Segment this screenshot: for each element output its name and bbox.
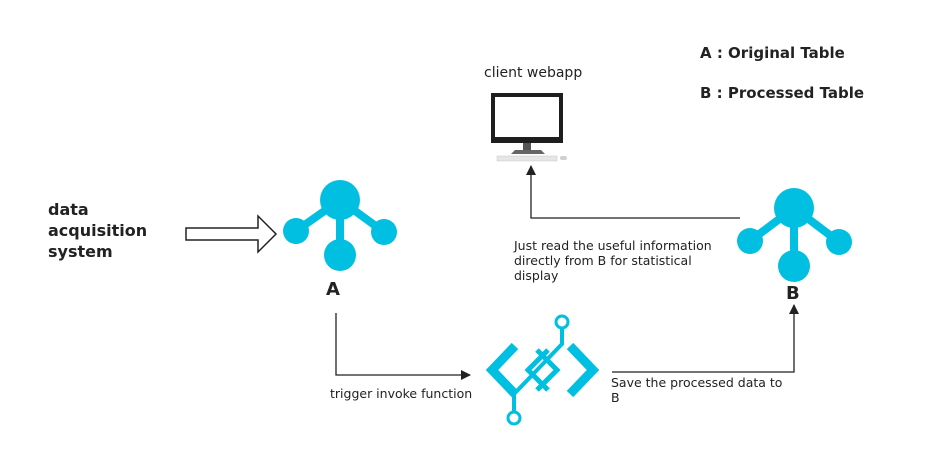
read-info-label: Just read the useful information directl… bbox=[514, 238, 716, 283]
legend-a: A : Original Table bbox=[700, 44, 845, 62]
hollow-input-arrow bbox=[185, 214, 278, 254]
legend-b: B : Processed Table bbox=[700, 84, 865, 102]
node-b-label: B bbox=[786, 283, 800, 304]
node-a-label: A bbox=[326, 279, 340, 300]
client-webapp-label: client webapp bbox=[484, 65, 583, 81]
function-icon bbox=[485, 314, 600, 426]
arrow-function-to-b bbox=[612, 304, 799, 373]
arrow-b-to-client bbox=[526, 165, 740, 219]
source-system-label: data acquisition system bbox=[48, 200, 148, 261]
node-a-icon bbox=[283, 180, 397, 271]
save-label: Save the processed data to B bbox=[611, 375, 783, 405]
monitor-icon bbox=[491, 93, 567, 162]
trigger-label: trigger invoke function bbox=[330, 386, 473, 401]
arrow-a-to-function bbox=[335, 313, 471, 380]
node-b-icon bbox=[737, 188, 852, 282]
